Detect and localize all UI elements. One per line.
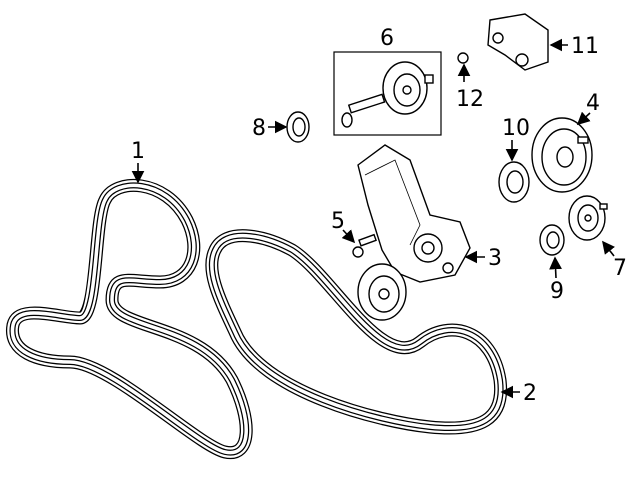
tensioner[interactable]: [357, 144, 471, 321]
svg-text:9: 9: [550, 279, 564, 304]
callout-5: 5: [331, 209, 356, 244]
callout-12: 12: [456, 63, 484, 112]
belt-1[interactable]: [6, 178, 253, 460]
svg-text:6: 6: [380, 26, 394, 51]
callout-3: 3: [464, 246, 502, 271]
svg-text:4: 4: [586, 91, 600, 116]
callout-11: 11: [549, 34, 599, 59]
svg-text:10: 10: [502, 116, 530, 141]
small-cap[interactable]: [539, 224, 565, 256]
svg-text:7: 7: [613, 256, 627, 281]
callout-4: 4: [576, 91, 600, 126]
svg-text:5: 5: [331, 209, 345, 234]
callout-7: 7: [602, 240, 627, 281]
tensioner-bolt[interactable]: [352, 233, 377, 258]
svg-text:2: 2: [523, 381, 537, 406]
large-pulley[interactable]: [531, 117, 593, 193]
dust-cap[interactable]: [286, 111, 310, 143]
callout-2: 2: [500, 381, 537, 406]
grooved-pulley[interactable]: [568, 195, 608, 241]
svg-text:8: 8: [252, 116, 266, 141]
callout-1: 1: [131, 139, 145, 184]
idler-kit[interactable]: [333, 51, 442, 136]
svg-text:11: 11: [571, 34, 599, 59]
svg-text:3: 3: [488, 246, 502, 271]
belt-2[interactable]: [205, 229, 508, 435]
bracket-bolt[interactable]: [457, 52, 469, 64]
callout-10: 10: [502, 116, 530, 162]
callout-9: 9: [549, 256, 564, 304]
svg-text:12: 12: [456, 87, 484, 112]
idler-cap[interactable]: [498, 161, 530, 203]
callout-6: 6: [380, 26, 394, 51]
svg-text:1: 1: [131, 139, 145, 164]
callout-8: 8: [252, 116, 288, 141]
bracket[interactable]: [487, 13, 549, 71]
